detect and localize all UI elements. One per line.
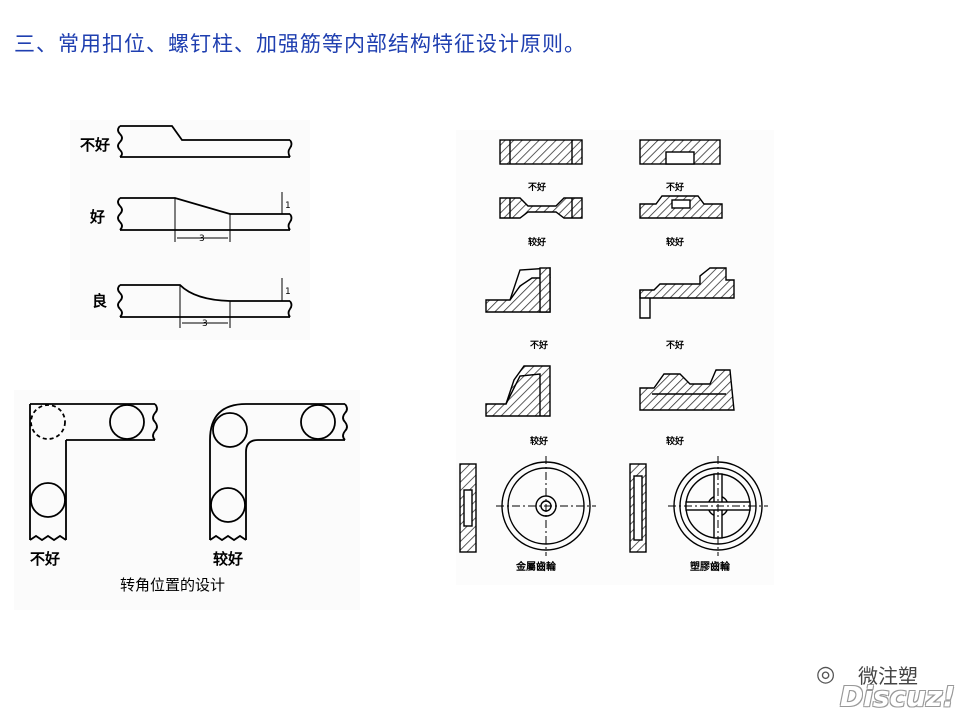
watermark: ◎ 微注塑 Discuz! <box>816 660 956 716</box>
corner-caption: 转角位置的设计 <box>120 576 225 594</box>
profile-step2-right <box>639 369 735 411</box>
slab-boss-right <box>639 195 723 219</box>
wechat-icon: ◎ <box>816 662 836 687</box>
gear-metal <box>459 456 596 556</box>
slab-web-left <box>499 197 583 219</box>
section-label-8: 较好 <box>666 435 684 447</box>
page-heading: 三、常用扣位、螺钉柱、加强筋等内部结构特征设计原则。 <box>14 32 586 56</box>
wall-taper-good <box>117 192 293 242</box>
wall-label-fair: 良 <box>92 292 107 310</box>
watermark-brand: Discuz! <box>840 680 956 713</box>
wall-step-bad <box>117 125 293 158</box>
wall-label-good: 好 <box>89 208 105 226</box>
gear-metal-label: 金屬齒輪 <box>515 560 557 573</box>
section-label-1: 不好 <box>528 181 546 193</box>
section-label-3: 较好 <box>528 236 546 248</box>
wall-curve-fair <box>117 278 293 328</box>
section-label-7: 较好 <box>530 435 548 447</box>
profile-slope-left <box>485 267 551 313</box>
corner-panel <box>14 390 360 610</box>
dim-1-a: 1 <box>285 201 291 211</box>
section-label-4: 较好 <box>666 236 684 248</box>
profile-slope2-left <box>485 365 551 417</box>
dim-1-b: 1 <box>285 287 291 297</box>
section-label-5: 不好 <box>530 339 548 351</box>
corner-sharp-bad <box>29 403 158 542</box>
wall-label-bad: 不好 <box>80 136 110 154</box>
gear-plastic-label: 塑膠齒輪 <box>690 560 731 573</box>
corner-rounded-good <box>209 403 348 542</box>
section-label-2: 不好 <box>666 181 684 193</box>
corner-label-bad: 不好 <box>30 550 60 568</box>
corner-label-good: 较好 <box>213 550 243 568</box>
gear-plastic <box>629 456 768 556</box>
profile-step-right <box>639 267 735 319</box>
slab-notch-right <box>639 139 721 165</box>
wall-transition-panel <box>70 120 310 340</box>
watermark-name: 微注塑 <box>858 664 918 688</box>
slab-solid-left <box>499 139 583 165</box>
dim-3-b: 3 <box>202 319 208 329</box>
dim-3-a: 3 <box>199 234 205 244</box>
sections-panel <box>456 130 774 585</box>
section-label-6: 不好 <box>666 339 684 351</box>
